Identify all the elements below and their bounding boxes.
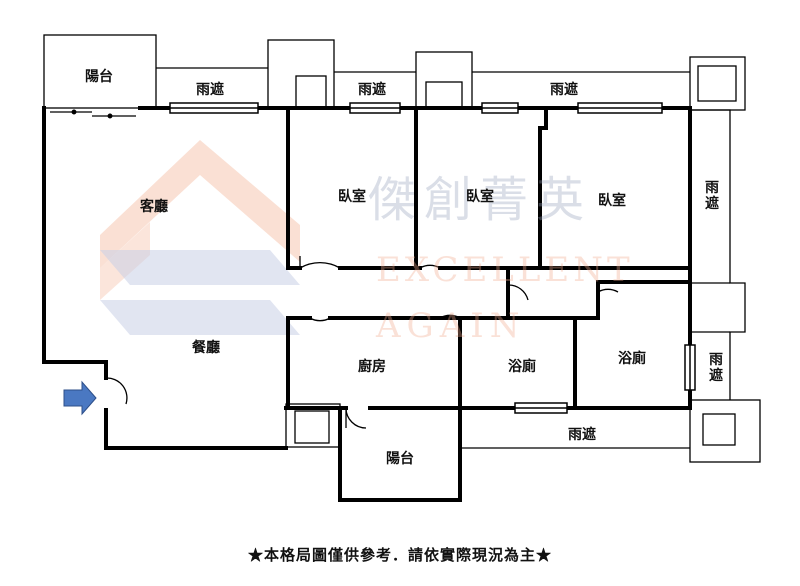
sliding-door xyxy=(50,109,136,119)
label-rain-shelter-1: 雨遮 xyxy=(196,82,224,98)
label-rain-shelter-3: 雨遮 xyxy=(550,82,578,98)
label-balcony-top: 陽台 xyxy=(85,69,113,85)
label-rain-shelter-right: 雨遮 xyxy=(705,180,719,212)
windows xyxy=(169,102,696,414)
entrance-arrow-icon xyxy=(63,380,97,416)
label-dining-room: 餐廳 xyxy=(192,340,220,356)
watermark-chinese: 傑創菁英 xyxy=(368,172,593,228)
label-rain-shelter-right-lower: 雨遮 xyxy=(709,352,723,384)
label-rain-shelter-bottom: 雨遮 xyxy=(568,427,596,443)
label-balcony-bottom: 陽台 xyxy=(386,451,414,467)
label-living-room: 客廳 xyxy=(140,199,168,215)
label-kitchen: 廚房 xyxy=(358,359,386,375)
label-bathroom-2: 浴廁 xyxy=(618,351,646,367)
disclaimer-footer: ★本格局圖僅供參考．請依實際現況為主★ xyxy=(247,546,552,564)
label-bathroom-1: 浴廁 xyxy=(508,359,536,375)
watermark-english-1: EXCELLENT xyxy=(376,250,634,290)
exterior-outlines xyxy=(43,34,761,463)
label-rain-shelter-2: 雨遮 xyxy=(358,82,386,98)
label-bedroom-2: 臥室 xyxy=(466,189,494,205)
watermark-english-2: AGAIN xyxy=(376,306,526,346)
label-bedroom-3: 臥室 xyxy=(598,193,626,209)
logo-watermark xyxy=(100,140,300,335)
label-bedroom-1: 臥室 xyxy=(338,189,366,205)
walls xyxy=(42,106,692,502)
door-swings xyxy=(105,256,619,429)
